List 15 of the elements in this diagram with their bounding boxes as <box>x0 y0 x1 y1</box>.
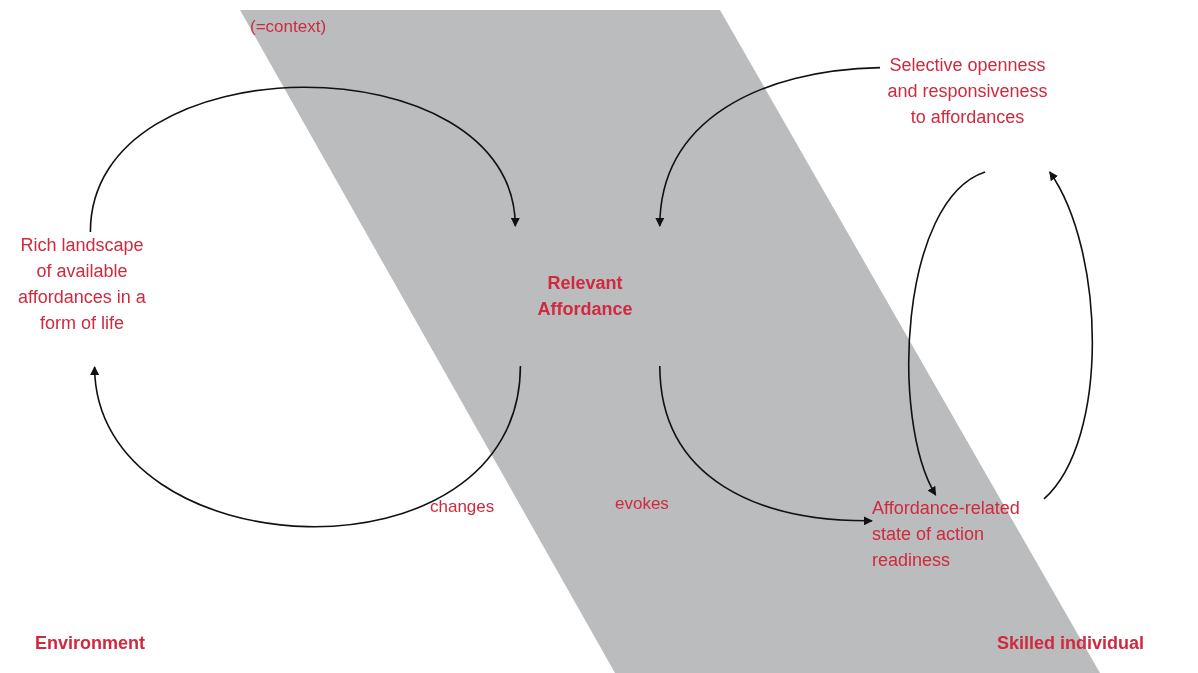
region-label: Skilled individual <box>997 632 1145 655</box>
node-label: Rich landscape of available affordances in a form of life <box>17 234 147 335</box>
curved-arrow <box>91 365 522 528</box>
curved-arrow <box>659 365 873 526</box>
curved-arrow <box>1043 171 1094 500</box>
curved-arrow <box>908 171 986 496</box>
edge-label: changes <box>430 496 495 518</box>
node-label: Selective openness and responsiveness to affordances <box>886 54 1049 129</box>
node-label: Relevant Affordance <box>536 272 634 321</box>
curved-arrow <box>656 66 881 227</box>
node-label: Affordance-related state of action readiness <box>872 497 1021 572</box>
region-label: Environment <box>35 632 145 655</box>
edge-label: evokes <box>615 493 669 515</box>
edge-label: (=context) <box>250 16 327 38</box>
curved-arrow <box>89 86 519 233</box>
